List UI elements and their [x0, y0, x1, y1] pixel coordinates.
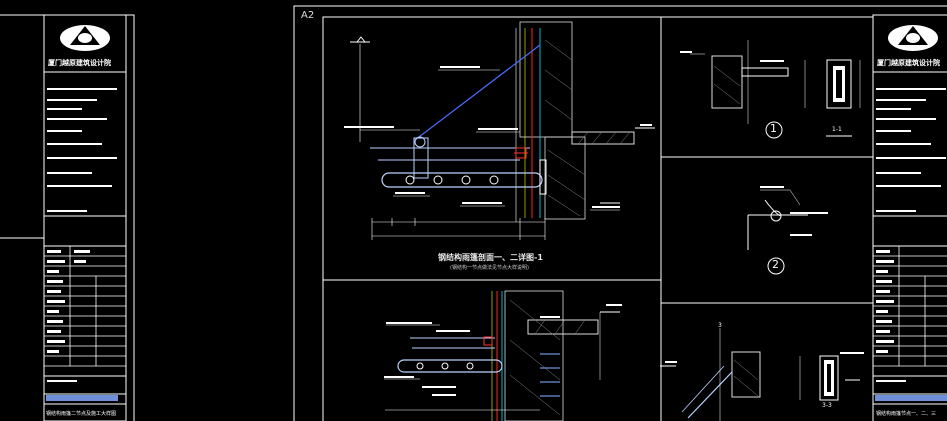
firm-logo-right	[888, 25, 938, 51]
sheet-size-tag: A2	[301, 10, 315, 21]
highlight-bar-right	[875, 395, 947, 401]
signature-grid-left	[44, 246, 126, 367]
section-3-3-label: 3-3	[822, 402, 832, 409]
firm-name-left: 厦门越原建筑设计院	[48, 59, 111, 67]
detail-2	[747, 186, 828, 275]
detail-a-subtitle: (钢结构一节点做法见节点大样说明)	[450, 265, 529, 271]
left-title-block	[43, 14, 127, 421]
drawing-title-left: 钢结构雨篷二节点及施工大样图	[46, 411, 117, 417]
section-1-1-label: 1-1	[832, 126, 842, 133]
detail-b-section	[384, 290, 622, 421]
left-sheet	[0, 14, 135, 421]
detail-1	[680, 40, 861, 139]
highlight-bar-left	[46, 395, 118, 401]
firm-name-right: 厦门越原建筑设计院	[877, 59, 940, 67]
detail-1-marker: 1	[770, 122, 777, 135]
detail-a-section	[344, 21, 655, 240]
drawing-title-right: 钢结构雨篷节点一、二、三	[876, 411, 937, 417]
firm-logo-left	[60, 25, 110, 51]
detail-2-marker: 2	[772, 258, 779, 271]
detail-3	[660, 328, 864, 421]
right-title-block	[872, 14, 947, 421]
detail-a-title: 钢结构雨篷剖面一、二详图-1	[438, 253, 543, 262]
main-sheet	[293, 5, 947, 421]
detail-3-marker: 3	[718, 322, 722, 329]
